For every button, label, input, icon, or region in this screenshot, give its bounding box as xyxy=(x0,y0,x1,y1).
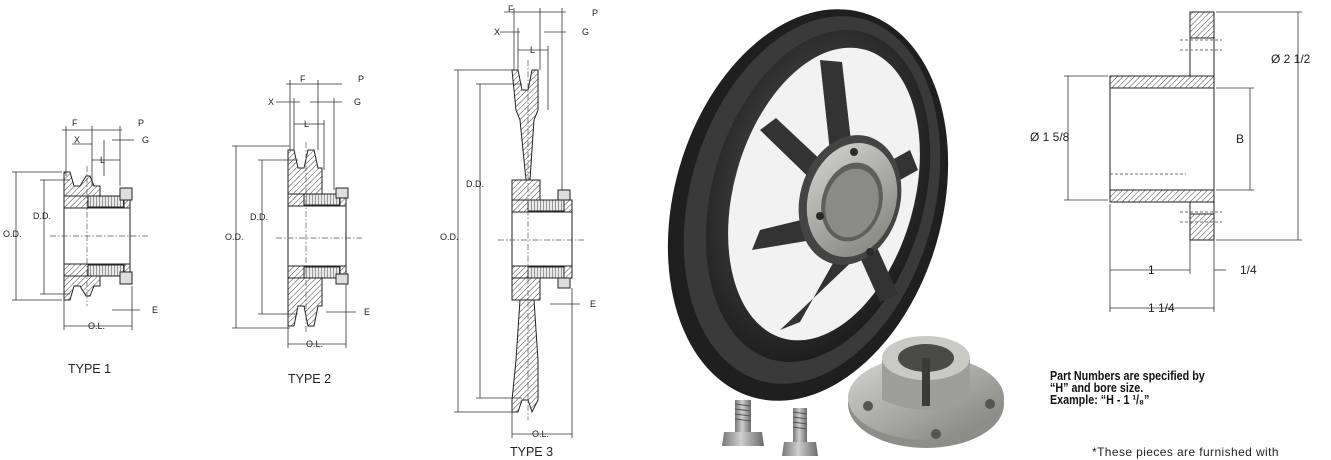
bushing-label-inner-diameter: Ø 1 5/8 xyxy=(1030,130,1070,144)
type2-drawing: F P X G L D.D. O.D. O.L. E TYPE 2 xyxy=(225,74,370,386)
type3-label-x: X xyxy=(494,27,500,37)
type3-label-ol: O.L. xyxy=(532,429,549,439)
type3-part xyxy=(498,60,584,420)
type1-label-x: X xyxy=(74,135,80,145)
type1-label-od: O.D. xyxy=(3,229,22,239)
bushing-drawing: Ø 1 5/8 Ø 2 1/2 B 1 1/4 1 1/4 xyxy=(1030,11,1311,315)
note-line-2: “H” and bore size. xyxy=(1050,381,1144,395)
bushing-part xyxy=(1109,11,1222,241)
note-line-1: Part Numbers are specified by xyxy=(1050,369,1205,383)
bushing-label-bore: B xyxy=(1236,132,1244,146)
type1-label-f: F xyxy=(72,118,78,128)
footnote: *These pieces are furnished with xyxy=(1092,445,1279,459)
sheave-photo xyxy=(667,9,1004,456)
type3-label-p: P xyxy=(592,8,598,18)
type3-label-dd: D.D. xyxy=(466,179,484,189)
type1-label-e: E xyxy=(152,305,158,315)
type2-label-f: F xyxy=(300,74,306,84)
type1-label-dd: D.D. xyxy=(33,211,51,221)
type1-drawing: F P X G L D.D. O.D. O.L. E TYPE 1 xyxy=(3,118,158,376)
type1-label-l: L xyxy=(100,155,105,165)
type3-dimensions xyxy=(454,8,580,438)
type2-label-g: G xyxy=(354,97,361,107)
type1-label-p: P xyxy=(138,118,144,128)
type2-label-od: O.D. xyxy=(225,232,244,242)
type2-caption: TYPE 2 xyxy=(288,372,331,386)
type3-label-od: O.D. xyxy=(440,232,459,242)
bolt-photo-right xyxy=(782,408,818,456)
type2-dimensions xyxy=(232,80,356,348)
type3-label-g: G xyxy=(582,27,589,37)
type2-part xyxy=(276,142,362,334)
type1-dimensions xyxy=(12,126,140,330)
bushing-photo xyxy=(848,336,1004,448)
bushing-dimensions xyxy=(1064,11,1302,312)
type3-drawing: F P X G L D.D. O.D. O.L. E TYPE 3 xyxy=(440,4,598,459)
type1-label-g: G xyxy=(142,135,149,145)
type2-label-dd: D.D. xyxy=(250,212,268,222)
bushing-label-length-overall: 1 1/4 xyxy=(1148,301,1175,315)
bushing-label-length-flange: 1/4 xyxy=(1240,263,1257,277)
type2-label-ol: O.L. xyxy=(306,339,323,349)
bushing-label-length-body: 1 xyxy=(1148,263,1155,277)
type2-label-e: E xyxy=(364,307,370,317)
type1-label-ol: O.L. xyxy=(88,321,105,331)
type3-label-f: F xyxy=(508,4,514,14)
type3-caption: TYPE 3 xyxy=(510,445,553,459)
bolt-photo-left xyxy=(722,400,764,446)
type3-label-e: E xyxy=(590,299,596,309)
note-line-3: Example: “H - 1 ¹/₈” xyxy=(1050,393,1150,407)
type2-label-l: L xyxy=(304,119,309,129)
type1-part xyxy=(50,166,150,306)
part-number-note: Part Numbers are specified by “H” and bo… xyxy=(1050,369,1248,407)
type3-label-l: L xyxy=(530,45,535,55)
bushing-label-outer-diameter: Ø 2 1/2 xyxy=(1271,52,1311,66)
type2-label-p: P xyxy=(358,74,364,84)
type1-caption: TYPE 1 xyxy=(68,362,111,376)
type2-label-x: X xyxy=(268,97,274,107)
